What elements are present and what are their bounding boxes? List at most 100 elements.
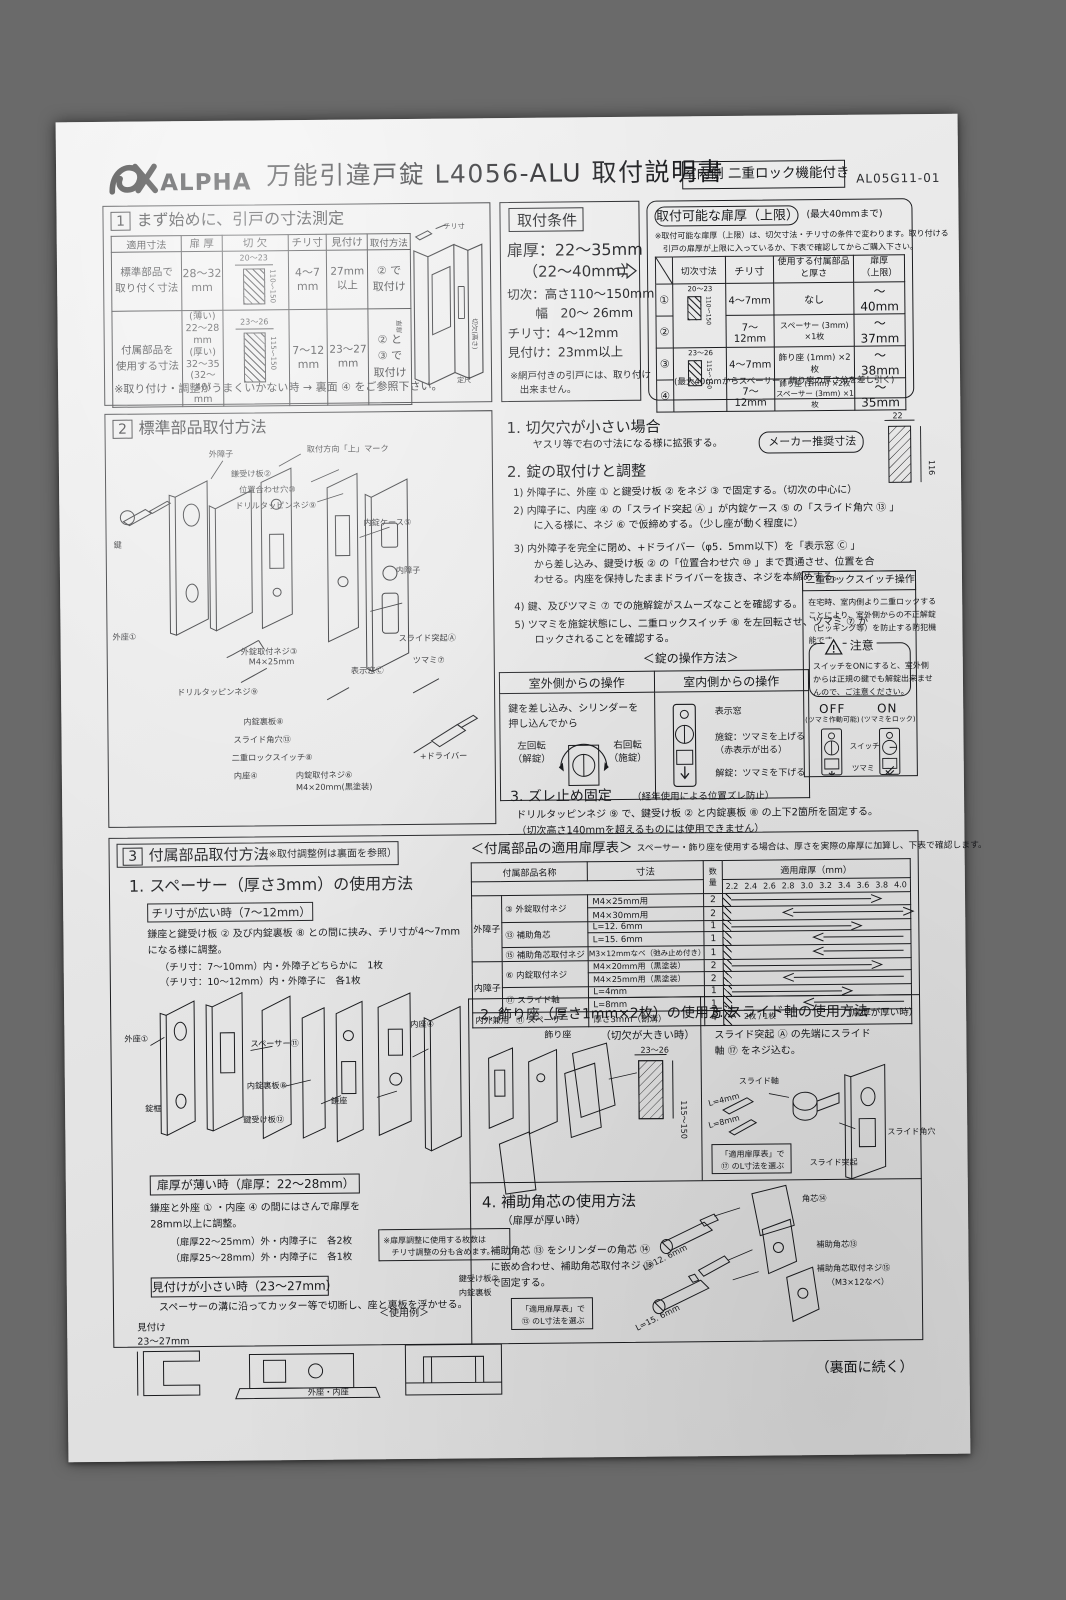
s1-r1-notch-w: 23～26 xyxy=(240,317,269,327)
spacer-case3-label-uraita: 内錠裏板 xyxy=(458,1287,492,1298)
svg-text:スライド突起Ⓐ: スライド突起Ⓐ xyxy=(399,633,456,644)
pt-r0-qty: 2 xyxy=(703,893,723,907)
op-outside-right-label: 右回転 （施錠） xyxy=(608,739,647,765)
svg-text:+ドライバー: +ドライバー xyxy=(420,750,468,760)
spacer-cut-diagram xyxy=(136,1343,503,1400)
spacer-case2-body: 鎌座と外座 ① ・内座 ④ の間にはさんで扉厚を 28mm以上に調整。 xyxy=(149,1201,361,1231)
svg-text:116: 116 xyxy=(927,460,936,475)
pt-r3-dim: L=15. 6mm xyxy=(588,931,705,947)
pt-r4-qty: 1 xyxy=(704,945,723,960)
svg-text:外座①: 外座① xyxy=(124,1034,148,1044)
svg-text:115～150: 115～150 xyxy=(679,1100,688,1139)
pt-h-qty: 数量 xyxy=(703,860,723,894)
scale-8: 3.8 xyxy=(875,880,889,890)
pt-h-name: 付属部品名称 xyxy=(471,861,588,882)
switch-on-label: ON xyxy=(876,701,898,716)
spacer-usage-diagram: 外座① 錠框 スペーサー⑪ 内錠裏板⑧ 鍵受け板⑫ 鎌座 内座④ xyxy=(124,991,462,1152)
s1-h-3: チリ寸 xyxy=(287,234,327,251)
spacer-case2-detail: （扉厚22～25mm）外・内障子に 各2枚 （扉厚25～28mm）外・内障子に … xyxy=(170,1235,353,1264)
alpha-logo-icon xyxy=(109,163,159,195)
scale-4: 3.0 xyxy=(800,881,814,891)
pt-h-dim: 寸法 xyxy=(587,860,704,881)
aux-note-box: 「適用扉厚表」で ⑬ のL寸法を選ぶ xyxy=(510,1297,594,1331)
switch-on-sub: (ツマミをロック) xyxy=(861,715,916,724)
switch-on-diagram-icon xyxy=(878,727,901,776)
svg-text:ドリルタッピンネジ⑨: ドリルタッピンネジ⑨ xyxy=(177,686,258,697)
svg-text:スライド角穴: スライド角穴 xyxy=(887,1126,935,1136)
s1-h-0: 適用寸法 xyxy=(111,235,182,253)
double-lock-badge: 室内側 二重ロック機能付き xyxy=(681,159,849,190)
scale-9: 4.0 xyxy=(894,880,907,890)
header-area: ALPHA 万能引違戸錠 L4056-ALU 取付説明書 室内側 二重ロック機能… xyxy=(56,114,958,196)
svg-text:内錠ケース⑤: 内錠ケース⑤ xyxy=(363,517,411,527)
svg-text:スペーサー⑪: スペーサー⑪ xyxy=(250,1038,298,1048)
parts-table-title: ＜付属部品の適用扉厚表＞ xyxy=(470,839,633,858)
step1-body: ヤスリ等で右の寸法になる様に拡張する。 xyxy=(532,437,723,451)
svg-text:ツマミ⑦: ツマミ⑦ xyxy=(413,655,445,665)
svg-text:錠框: 錠框 xyxy=(145,1103,161,1113)
decorative-plate-diagram: 23～26 115～150 xyxy=(488,1042,688,1195)
pt-r4-dim: M3×12mmなべ（弛み止め付き） xyxy=(588,945,706,961)
svg-text:（M3×12なべ）: （M3×12なべ） xyxy=(827,1276,889,1287)
pt-group-inner: 内障子 xyxy=(472,961,503,1013)
warning-triangle-icon xyxy=(824,638,843,656)
svg-text:位置合わせ穴⑩: 位置合わせ穴⑩ xyxy=(239,484,296,495)
decor-title: 2. 飾り座（厚さ1mm×2枚）の使用方法 xyxy=(480,1004,737,1024)
spacer-case3-example: ＜使用例＞ xyxy=(378,1307,430,1320)
mt-notch-w-1: 20～23 xyxy=(687,285,713,294)
mt-r0-parts: なし xyxy=(773,282,855,315)
svg-text:L=8mm: L=8mm xyxy=(708,1113,741,1130)
manufacturer-recommend-label: メーカー推奨寸法 xyxy=(768,434,857,449)
spacer-case1-detail: （チリ寸：7～10mm）内・外障子どちらかに 1枚 （チリ寸：10～12mm）内… xyxy=(159,960,383,989)
thumbturn-indicator-icon xyxy=(672,703,697,787)
op-outside-body: 鍵を差し込み、シリンダーを 押し込んでから xyxy=(508,702,639,731)
mt-r2-chiri: 4～7mm xyxy=(725,346,775,380)
parts-table-title-note: スペーサー・飾り座を使用する場合は、厚さを実際の扉厚に加算し、下表で確認します。 xyxy=(636,840,987,854)
recommended-notch-dimension-diagram: 22 116 xyxy=(884,411,936,483)
conditions-line-2: 切次：高さ110～150mm xyxy=(507,285,655,303)
svg-text:スライド突起: スライド突起 xyxy=(810,1157,858,1167)
spacer-case2-label: 扉厚が薄い時（扉厚：22～28mm） xyxy=(156,1176,355,1193)
pt-r1-dim: M4×30mm用 xyxy=(587,906,704,922)
svg-text:取付方向「上」マーク: 取付方向「上」マーク xyxy=(307,443,389,454)
scale-5: 3.2 xyxy=(819,880,832,891)
operation-table: 室外側からの操作 室内側からの操作 鍵を差し込み、シリンダーを 押し込んでから … xyxy=(499,669,810,801)
pt-r1-qty: 2 xyxy=(703,906,723,921)
pt-r5-qty: 2 xyxy=(704,959,723,972)
decor-case-label: （切欠が大きい時） xyxy=(600,1029,695,1043)
notch-shape xyxy=(242,268,266,305)
conditions-arrow-icon xyxy=(617,262,638,280)
sheet-content: ALPHA 万能引違戸錠 L4056-ALU 取付説明書 室内側 二重ロック機能… xyxy=(56,114,987,1463)
op-inside-label-1: 施錠：ツマミを上げる （赤表示が出る） xyxy=(714,732,806,756)
svg-text:補助角芯取付ネジ⑮: 補助角芯取付ネジ⑮ xyxy=(817,1262,891,1273)
switch-label: スイッチ xyxy=(849,741,880,751)
mt-r1-no: ② xyxy=(655,315,674,349)
mt-h-notch: 切次寸法 xyxy=(672,256,726,284)
pt-r5-dim: M4×20mm用（黒塗装） xyxy=(588,959,705,973)
mt-r1-chiri: 7～12mm xyxy=(725,314,775,348)
pt-r6-qty: 2 xyxy=(704,971,724,986)
section3-heading: 付属部品取付方法 xyxy=(148,845,269,865)
mt-r1-parts: スペーサー (3mm) ×1枚 xyxy=(773,314,855,347)
table-row: 鍵を差し込み、シリンダーを 押し込んでから 左回転 （解錠） 右回転 （施錠） xyxy=(499,690,810,801)
knob-label: ツマミ xyxy=(851,763,875,773)
svg-text:M4×25mm: M4×25mm xyxy=(249,656,295,666)
mt-r2-no: ③ xyxy=(656,347,674,381)
pt-r4-name: ⑮ 補助角芯取付ネジ xyxy=(502,946,589,962)
scale-2: 2.6 xyxy=(763,881,776,891)
pt-r5-name: ⑥ 内錠取付ネジ xyxy=(502,960,589,988)
scale-1: 2.4 xyxy=(744,881,758,891)
s1-r0-notch-h: 110～150 xyxy=(268,269,277,304)
caution-body: スイッチをONにすると、室外側 からは正規の鍵でも解錠出来ませ んので、ご注意く… xyxy=(812,661,933,697)
s1-r0-mitsuke: 27mm 以上 xyxy=(326,249,368,310)
pt-r7-qty: 1 xyxy=(704,985,724,997)
mt-r0-limit: ～40mm xyxy=(854,281,905,315)
svg-text:外座①: 外座① xyxy=(112,632,136,642)
pt-r2-name: ⑬ 補助角芯 xyxy=(501,921,589,948)
mt-r0-no: ① xyxy=(655,283,673,317)
section2-heading: 標準部品取付方法 xyxy=(138,417,267,438)
s1-r0-chiri: 4～7 mm xyxy=(287,250,328,310)
mt-r0-notch: 20～23 110～150 xyxy=(672,283,726,348)
caution-label: 注意 xyxy=(846,639,877,653)
